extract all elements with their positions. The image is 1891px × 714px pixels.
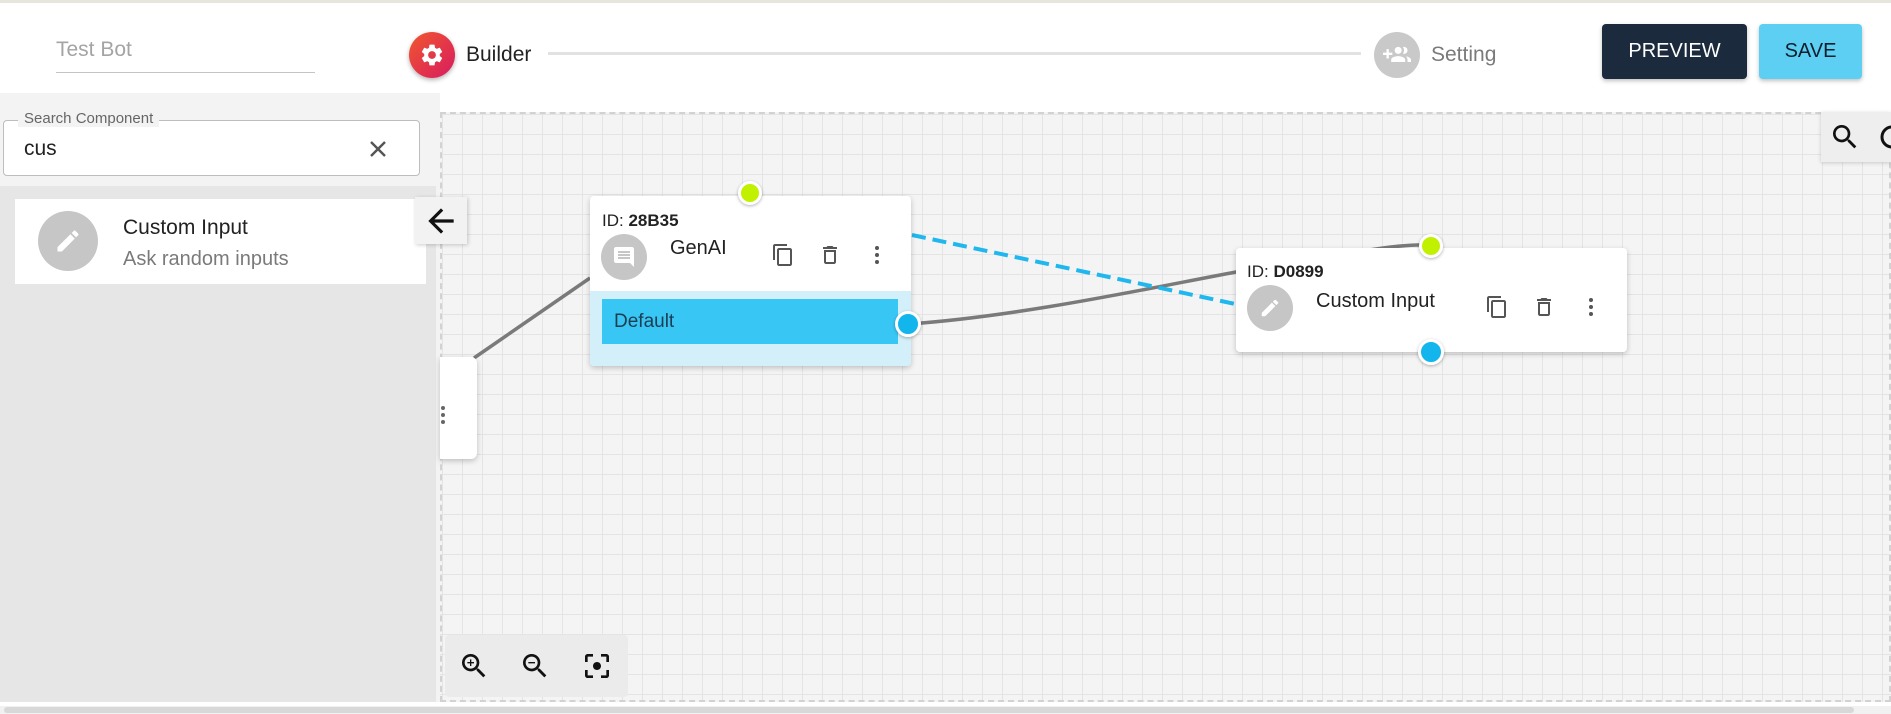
refresh-icon[interactable]	[1877, 122, 1891, 152]
flow-canvas[interactable]	[440, 112, 1891, 702]
fit-view-icon[interactable]	[580, 649, 614, 683]
search-legend: Search Component	[18, 110, 160, 127]
save-button[interactable]: SAVE	[1759, 24, 1862, 79]
more-vert-icon[interactable]	[863, 241, 891, 269]
zoom-out-icon[interactable]	[518, 649, 552, 683]
zoom-in-icon[interactable]	[457, 649, 491, 683]
zoom-controls	[445, 635, 628, 697]
genai-input-port[interactable]	[738, 181, 762, 205]
component-results: Custom Input Ask random inputs	[0, 186, 436, 702]
delete-icon[interactable]	[1530, 293, 1558, 321]
node-custom-input[interactable]: ID: D0899 Custom Input	[1236, 248, 1627, 352]
bot-name-field[interactable]: Test Bot	[56, 35, 315, 73]
component-sidebar: Search Component Custom Input Ask random…	[0, 93, 440, 702]
group-add-icon[interactable]	[1374, 32, 1420, 78]
pencil-icon	[38, 211, 98, 271]
more-vert-icon[interactable]	[1577, 293, 1605, 321]
node-title: Custom Input	[1316, 290, 1435, 312]
drag-handle-icon[interactable]	[440, 405, 446, 425]
component-description: Ask random inputs	[123, 248, 289, 270]
node-id: ID: 28B35	[602, 211, 679, 231]
step-builder-label[interactable]: Builder	[466, 43, 532, 66]
preview-button[interactable]: PREVIEW	[1602, 24, 1747, 79]
node-id-prefix: ID:	[1247, 262, 1269, 281]
search-component-field[interactable]: Search Component	[3, 110, 420, 176]
delete-icon[interactable]	[816, 241, 844, 269]
default-output[interactable]: Default	[602, 299, 898, 344]
node-id-value: D0899	[1273, 262, 1324, 281]
copy-icon[interactable]	[769, 241, 797, 269]
arrow-back-icon	[428, 207, 454, 234]
node-id-value: 28B35	[628, 211, 679, 230]
gear-icon[interactable]	[409, 32, 455, 78]
component-card-custom-input[interactable]: Custom Input Ask random inputs	[15, 199, 426, 284]
scrollbar-thumb[interactable]	[4, 707, 1854, 713]
component-title: Custom Input	[123, 216, 248, 239]
node-id-prefix: ID:	[602, 211, 624, 230]
search-icon[interactable]	[1829, 121, 1861, 158]
chat-icon	[601, 234, 647, 280]
copy-icon[interactable]	[1483, 293, 1511, 321]
step-connector	[548, 52, 1361, 55]
node-title: GenAI	[670, 237, 727, 259]
search-input[interactable]	[24, 136, 344, 162]
custom-input-output-port[interactable]	[1418, 339, 1444, 365]
custom-input-input-port[interactable]	[1419, 234, 1443, 258]
node-id: ID: D0899	[1247, 262, 1324, 282]
header: Test Bot Builder Setting PREVIEW SAVE	[0, 3, 1891, 93]
clear-icon[interactable]	[364, 135, 392, 163]
canvas-tools	[1821, 112, 1891, 162]
partial-node[interactable]	[440, 357, 477, 459]
top-border	[0, 0, 1891, 3]
node-output-area: Default	[590, 291, 911, 366]
collapse-sidebar-button[interactable]	[415, 197, 467, 244]
node-genai[interactable]: ID: 28B35 GenAI Default	[590, 196, 911, 366]
step-setting-label[interactable]: Setting	[1431, 43, 1497, 66]
genai-output-port[interactable]	[895, 311, 921, 337]
horizontal-scrollbar[interactable]	[0, 706, 1891, 714]
pencil-icon	[1247, 285, 1293, 331]
